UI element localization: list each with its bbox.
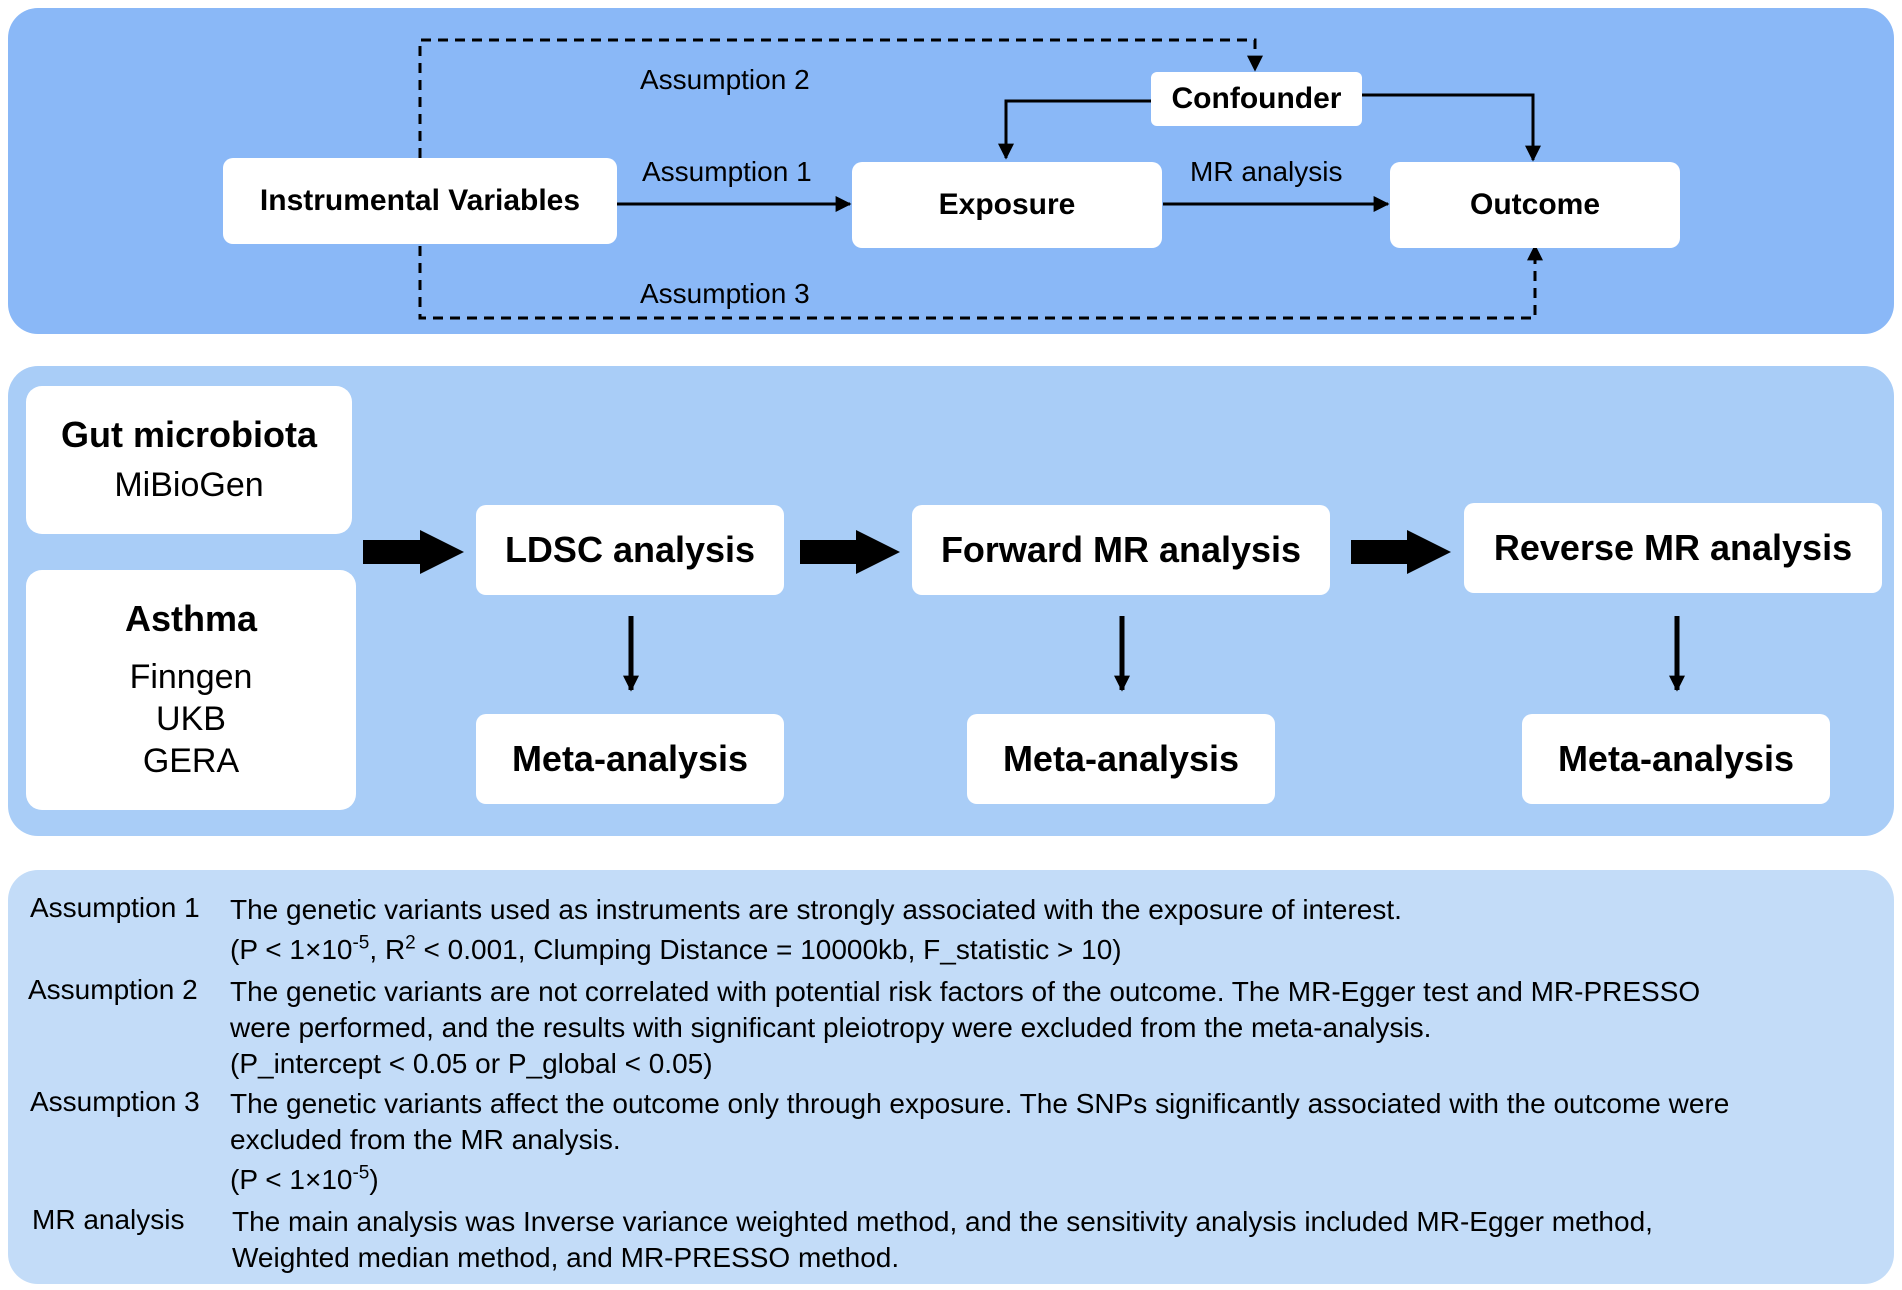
- dashed-arrow-assumption-2: [418, 38, 1263, 158]
- gut-microbiota-title: Gut microbiota: [60, 414, 317, 455]
- assumption-2-title: Assumption 2: [28, 974, 198, 1005]
- assumption-2-line-3: (P_intercept < 0.05 or P_global < 0.05): [230, 1048, 713, 1079]
- arrow-confounder-to-outcome: [1362, 93, 1541, 162]
- mr-analysis-label: MR analysis: [1190, 156, 1343, 187]
- confounder-node: Confounder: [1151, 72, 1362, 126]
- thick-arrow-forward-to-reverse: [1351, 530, 1451, 574]
- gera-label: GERA: [142, 742, 240, 780]
- finngen-label: Finngen: [129, 658, 253, 696]
- asthma-title: Asthma: [124, 598, 258, 639]
- assumption-3-line-2: excluded from the MR analysis.: [230, 1124, 621, 1155]
- assumption-1-label: Assumption 1: [642, 156, 812, 187]
- meta-analysis-node-ldsc: Meta-analysis: [476, 714, 784, 804]
- reverse-mr-analysis-node: Reverse MR analysis: [1464, 503, 1882, 593]
- assumption-1-text: The genetic variants used as instruments…: [230, 892, 1402, 968]
- assumption-3-line-1: The genetic variants affect the outcome …: [230, 1088, 1730, 1119]
- assumption-1-criteria: (P < 1×10-5, R2 < 0.001, Clumping Distan…: [230, 932, 1122, 965]
- forward-mr-analysis-node: Forward MR analysis: [912, 505, 1330, 595]
- meta-analysis-node-forward: Meta-analysis: [967, 714, 1275, 804]
- thick-arrow-sources-to-ldsc: [363, 530, 464, 574]
- assumption-2-text: The genetic variants are not correlated …: [230, 974, 1700, 1082]
- meta-analysis-node-reverse: Meta-analysis: [1522, 714, 1830, 804]
- instrumental-variables-node: Instrumental Variables: [223, 158, 617, 244]
- ldsc-analysis-node: LDSC analysis: [476, 505, 784, 595]
- mr-analysis-title: MR analysis: [32, 1204, 185, 1235]
- thick-arrow-ldsc-to-forward: [800, 530, 900, 574]
- mr-analysis-line-2: Weighted median method, and MR-PRESSO me…: [232, 1242, 900, 1273]
- mibiogen-label: MiBioGen: [114, 466, 264, 504]
- exposure-node: Exposure: [852, 162, 1162, 248]
- assumption-3-text: The genetic variants affect the outcome …: [230, 1086, 1729, 1198]
- assumption-1-title: Assumption 1: [30, 892, 200, 923]
- ukb-label: UKB: [156, 700, 226, 738]
- mr-analysis-line-1: The main analysis was Inverse variance w…: [232, 1206, 1653, 1237]
- assumption-1-line-1: The genetic variants used as instruments…: [230, 894, 1402, 925]
- assumptions-panel: [8, 870, 1894, 1284]
- assumption-2-line-2: were performed, and the results with sig…: [230, 1012, 1432, 1043]
- assumption-3-criteria: (P < 1×10-5): [230, 1162, 379, 1195]
- assumption-3-label: Assumption 3: [640, 278, 810, 309]
- dashed-arrow-assumption-3: [418, 244, 1543, 320]
- assumption-2-line-1: The genetic variants are not correlated …: [230, 976, 1701, 1007]
- outcome-node: Outcome: [1390, 162, 1680, 248]
- arrow-confounder-to-exposure: [998, 99, 1151, 160]
- asthma-source: Asthma Finngen UKB GERA: [26, 570, 356, 810]
- gut-microbiota-source: Gut microbiota MiBioGen: [26, 386, 352, 534]
- assumption-2-label: Assumption 2: [640, 64, 810, 95]
- assumption-3-title: Assumption 3: [30, 1086, 200, 1117]
- mr-analysis-text: The main analysis was Inverse variance w…: [232, 1204, 1653, 1276]
